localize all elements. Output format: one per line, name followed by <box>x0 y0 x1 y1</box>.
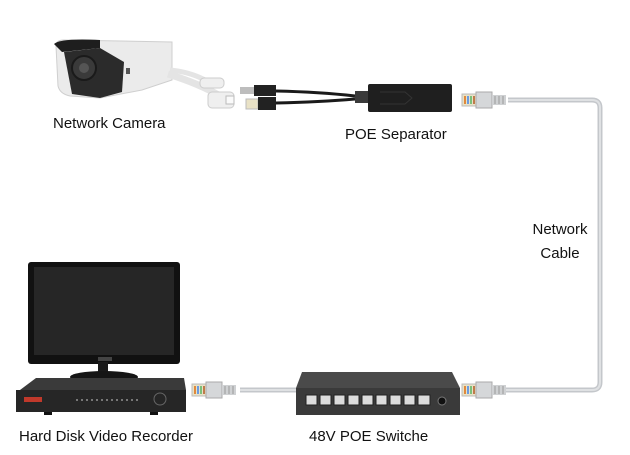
poe-separator-label: POE Separator <box>345 126 447 143</box>
rj45-plug-separator <box>461 91 506 109</box>
network-camera-icon <box>54 39 235 109</box>
nvr-device-icon <box>16 378 186 415</box>
rj45-plug-switch <box>461 381 506 399</box>
rj45-plug-nvr <box>191 381 236 399</box>
network-cable-label-line2: Cable <box>540 245 580 262</box>
poe-switch-icon <box>296 372 460 415</box>
nvr-label: Hard Disk Video Recorder <box>19 428 193 445</box>
network-cable-label: Network Cable <box>525 218 595 266</box>
camera-label: Network Camera <box>53 115 166 132</box>
poe-separator-icon <box>240 84 452 112</box>
poe-switch-label: 48V POE Switche <box>309 428 429 445</box>
network-cable <box>240 97 603 393</box>
monitor-icon <box>28 262 180 383</box>
network-cable-label-line1: Network <box>532 221 588 238</box>
